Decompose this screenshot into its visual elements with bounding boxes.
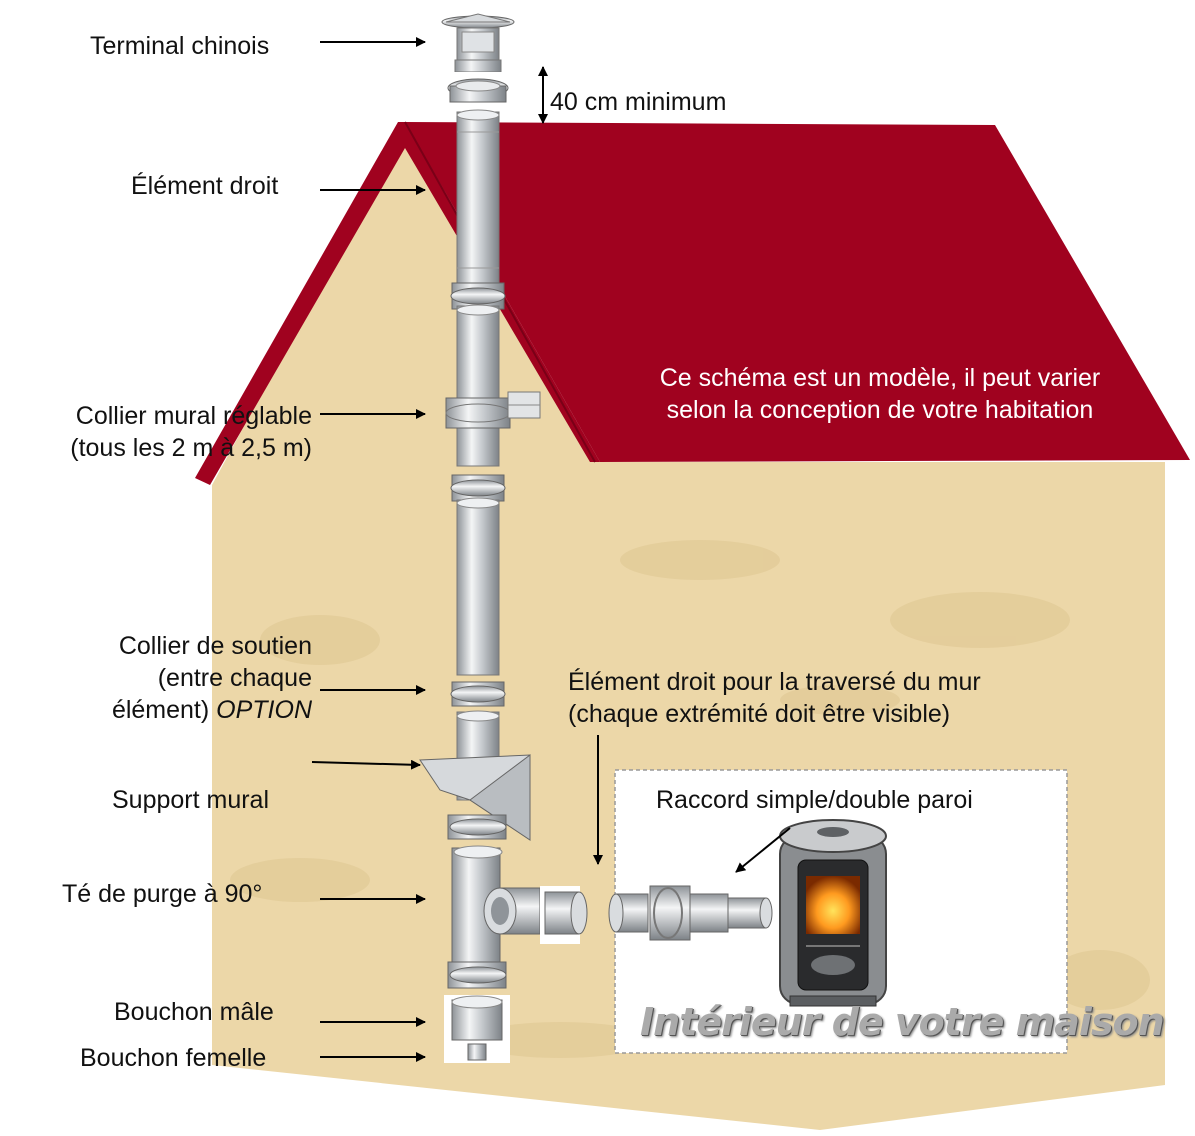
label-collier-mural-line1: Collier mural réglable <box>75 402 312 430</box>
wall-texture <box>230 540 1150 1058</box>
label-traverse: Élément droit pour la traversé du mur (c… <box>568 666 981 730</box>
label-bouchon-femelle: Bouchon femelle <box>80 1044 267 1072</box>
label-collier-soutien-line1: Collier de soutien <box>118 632 312 660</box>
label-collier-soutien-line3: élément) OPTION <box>112 694 312 726</box>
label-collier-soutien: Collier de soutien (entre chaque élément… <box>112 630 312 726</box>
label-te-purge: Té de purge à 90° <box>62 880 263 908</box>
roof-note-line2: selon la conception de votre habitation <box>666 396 1094 424</box>
chimney-pipe <box>419 109 588 1063</box>
label-collier-soutien-line2: (entre chaque <box>157 664 312 692</box>
label-element-droit: Élément droit <box>131 172 279 200</box>
interior-label: Intérieur de votre maison <box>640 1000 1165 1044</box>
label-min-height: 40 cm minimum <box>550 88 727 116</box>
stove-icon <box>779 819 887 1007</box>
label-option: OPTION <box>216 696 312 724</box>
wall-passage-pipe <box>608 885 773 941</box>
roof-note: Ce schéma est un modèle, il peut varier … <box>600 362 1160 426</box>
label-traverse-line1: Élément droit pour la traversé du mur <box>568 668 981 696</box>
label-traverse-line2: (chaque extrémité doit être visible) <box>568 700 951 728</box>
label-collier-mural: Collier mural réglable (tous les 2 m à 2… <box>70 400 312 464</box>
label-collier-soutien-element: élément) <box>111 696 217 724</box>
label-collier-mural-line2: (tous les 2 m à 2,5 m) <box>70 434 312 462</box>
roof <box>405 122 1190 462</box>
label-raccord: Raccord simple/double paroi <box>656 786 973 814</box>
roof-note-line1: Ce schéma est un modèle, il peut varier <box>659 364 1101 392</box>
chimney-cap-icon <box>438 13 518 76</box>
label-support: Support mural <box>112 786 270 814</box>
label-arrows <box>311 37 791 1062</box>
label-terminal: Terminal chinois <box>90 32 270 60</box>
label-bouchon-male: Bouchon mâle <box>114 998 274 1026</box>
